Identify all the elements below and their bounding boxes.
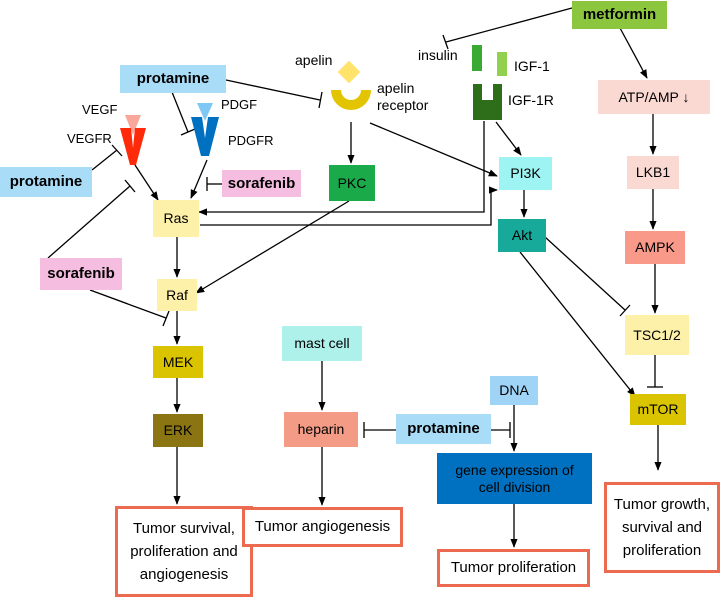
akt-node: Akt [498, 219, 546, 252]
erk-node: ERK [153, 414, 203, 447]
protamine-box-bottom: protamine [396, 414, 491, 444]
arrow-apelin-pi3k [369, 122, 498, 177]
arrow-igf1r-pi3k [495, 121, 522, 156]
inhibit-bar [318, 91, 323, 109]
inhibit-bar [124, 179, 136, 193]
inhibit-bar [162, 310, 170, 327]
arrow-pkc-raf [195, 200, 350, 294]
ampk-node: AMPK [625, 231, 685, 264]
arrow-metformin-atp [619, 27, 648, 79]
outcome-tumor-growth: Tumor growth, survival and proliferation [604, 482, 720, 573]
insulin-label: insulin [418, 47, 458, 63]
inhibit-protamine-vegfr [91, 149, 118, 171]
outcome-tumor-proliferation: Tumor proliferation [437, 549, 590, 587]
inhibit-bar [442, 34, 449, 50]
insulin-icon [472, 45, 482, 71]
arrow-akt-mtor [519, 251, 636, 397]
ras-node: Ras [153, 200, 199, 237]
outcome-tumor-angiogenesis: Tumor angiogenesis [242, 507, 403, 547]
outcome-growth-line1: Tumor growth, [613, 495, 711, 513]
mtor-node: mTOR [630, 394, 686, 425]
inhibit-protamine-pdgfr [171, 91, 189, 133]
outcome-survival-line3: angiogenesis [139, 566, 229, 584]
pkc-node: PKC [329, 165, 375, 201]
inhibit-akt-tsc [544, 236, 626, 311]
gene-expression-node: gene expression of cell division [437, 453, 592, 504]
protamine-box-left: protamine [0, 167, 92, 197]
vegfr-icon [120, 128, 146, 165]
inhibit-protamine-apelin [225, 79, 321, 101]
lkb1-node: LKB1 [627, 156, 679, 189]
outcome-tumor-survival: Tumor survival, proliferation and angiog… [115, 506, 253, 597]
vegf-label: VEGF [82, 102, 118, 117]
tsc-node: TSC1/2 [625, 315, 689, 355]
apelin-icon [337, 60, 361, 84]
pdgfr-icon [191, 117, 219, 156]
sorafenib-box-top: sorafenib [222, 170, 301, 197]
apelin-receptor-icon [331, 90, 371, 110]
vegfr-label: VEGFR [67, 131, 112, 146]
pi3k-node: PI3K [499, 157, 552, 190]
outcome-survival-line2: proliferation and [130, 542, 238, 560]
mek-node: MEK [153, 346, 203, 378]
heparin-node: heparin [284, 412, 358, 447]
arrow-ras-pi3k [200, 186, 498, 226]
gene-expression-line2: cell division [478, 478, 551, 495]
igf1r-icon [473, 84, 502, 120]
atp-amp-node: ATP/AMP ↓ [598, 80, 710, 114]
outcome-survival-line1: Tumor survival, [133, 519, 235, 537]
inhibit-bar [180, 128, 196, 136]
pdgf-label: PDGF [221, 97, 258, 112]
pdgf-icon [197, 103, 213, 121]
igf1r-label: IGF-1R [508, 92, 554, 108]
protamine-box-top: protamine [120, 65, 226, 93]
gene-expression-line1: gene expression of [455, 461, 574, 478]
outcome-growth-line3: proliferation [622, 542, 702, 560]
apelin-label: apelin [295, 52, 333, 68]
apelin-receptor-label-line2: receptor [377, 96, 429, 113]
inhibit-metformin-insulin [445, 7, 573, 43]
apelin-receptor-label: apelin receptor [377, 80, 428, 114]
mast-cell-node: mast cell [282, 326, 362, 361]
inhibit-bar [619, 304, 631, 317]
raf-node: Raf [157, 279, 197, 311]
outcome-growth-line2: survival and [621, 518, 703, 536]
igf1-icon [497, 52, 507, 76]
vegf-icon [125, 115, 141, 135]
igf1-label: IGF-1 [514, 58, 550, 74]
inhibit-bar [111, 144, 123, 157]
dna-node: DNA [490, 376, 538, 405]
apelin-receptor-label-line1: apelin [377, 80, 415, 96]
inhibit-sorafenib-mek [89, 289, 167, 319]
sorafenib-box-left: sorafenib [40, 258, 122, 290]
metformin-box: metformin [572, 1, 667, 29]
pdgfr-label: PDGFR [228, 133, 274, 148]
arrow-pdgfr-ras [190, 159, 208, 199]
arrow-igf1r-ras [198, 121, 485, 216]
arrow-vegfr-ras [134, 164, 159, 201]
inhibit-sorafenib-ras [47, 185, 131, 259]
